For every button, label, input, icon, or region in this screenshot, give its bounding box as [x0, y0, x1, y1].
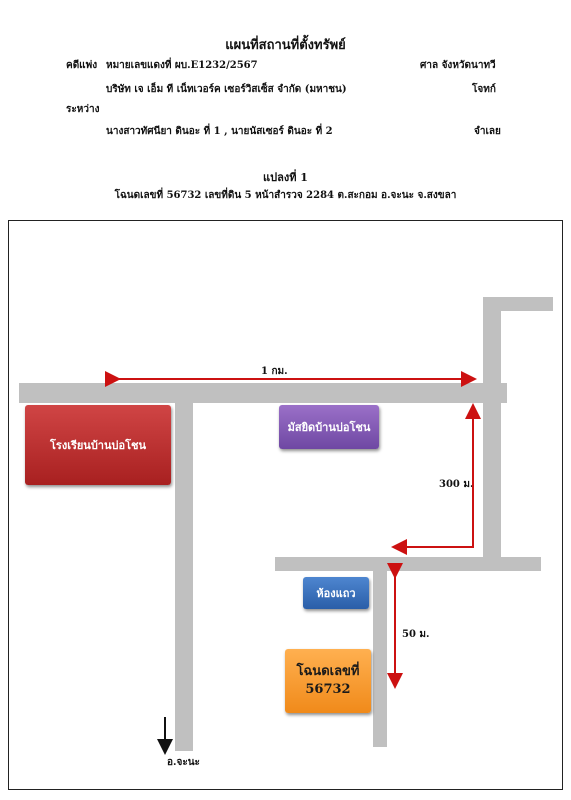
map-title: แผนที่สถานที่ตั้งทรัพย์: [225, 38, 346, 53]
land-plot-marker: โฉนดเลขที่ 56732: [285, 649, 371, 713]
shophouse-label: ห้องแถว: [316, 587, 356, 600]
defendant-names: นางสาวทัศนียา ดินอะ ที่ 1 , นายนัสเซอร์ …: [106, 126, 333, 137]
main-road-horizontal: [19, 383, 507, 403]
distance-arrows: [105, 371, 481, 755]
right-road-top-branch: [483, 297, 553, 311]
court-name: ศาล จังหวัดนาทวี: [420, 60, 496, 71]
distance-label-50m: 50 ม.: [402, 629, 430, 640]
between-label: ระหว่าง: [66, 104, 100, 115]
plaintiff-name: บริษัท เจ เอ็ม ที เน็ทเวอร์ค เซอร์วิสเซ็…: [106, 84, 347, 95]
defendant-role: จำเลย: [474, 126, 501, 137]
case-type-label: คดีแพ่ง: [66, 60, 98, 71]
mosque-marker: มัสยิดบ้านบ่อโชน: [279, 405, 379, 449]
distance-label-300m: 300 ม.: [439, 479, 474, 490]
direction-label: อ.จะนะ: [167, 757, 200, 768]
plot-detail: โฉนดเลขที่ 56732 เลขที่ดิน 5 หน้าสำรวจ 2…: [114, 190, 457, 201]
map-frame: โรงเรียนบ้านบ่อโชน มัสยิดบ้านบ่อโชน ห้อง…: [8, 220, 563, 790]
case-number: หมายเลขแดงที่ ผบ.E1232/2567: [106, 60, 258, 71]
road-to-chana: [175, 403, 193, 751]
plot-heading: แปลงที่ 1: [263, 171, 308, 184]
right-road-vertical: [483, 297, 501, 559]
lower-road-horizontal: [275, 557, 541, 571]
lower-road-vertical: [373, 571, 387, 747]
mosque-label: มัสยิดบ้านบ่อโชน: [287, 421, 371, 434]
plaintiff-role: โจทก์: [472, 84, 496, 95]
arrow-300m: [391, 407, 474, 555]
school-marker: โรงเรียนบ้านบ่อโชน: [25, 405, 171, 485]
shophouse-marker: ห้องแถว: [303, 577, 369, 609]
school-label: โรงเรียนบ้านบ่อโชน: [50, 439, 146, 452]
plot-label-line1: โฉนดเลขที่: [296, 664, 360, 679]
plot-label-line2: 56732: [305, 682, 351, 697]
